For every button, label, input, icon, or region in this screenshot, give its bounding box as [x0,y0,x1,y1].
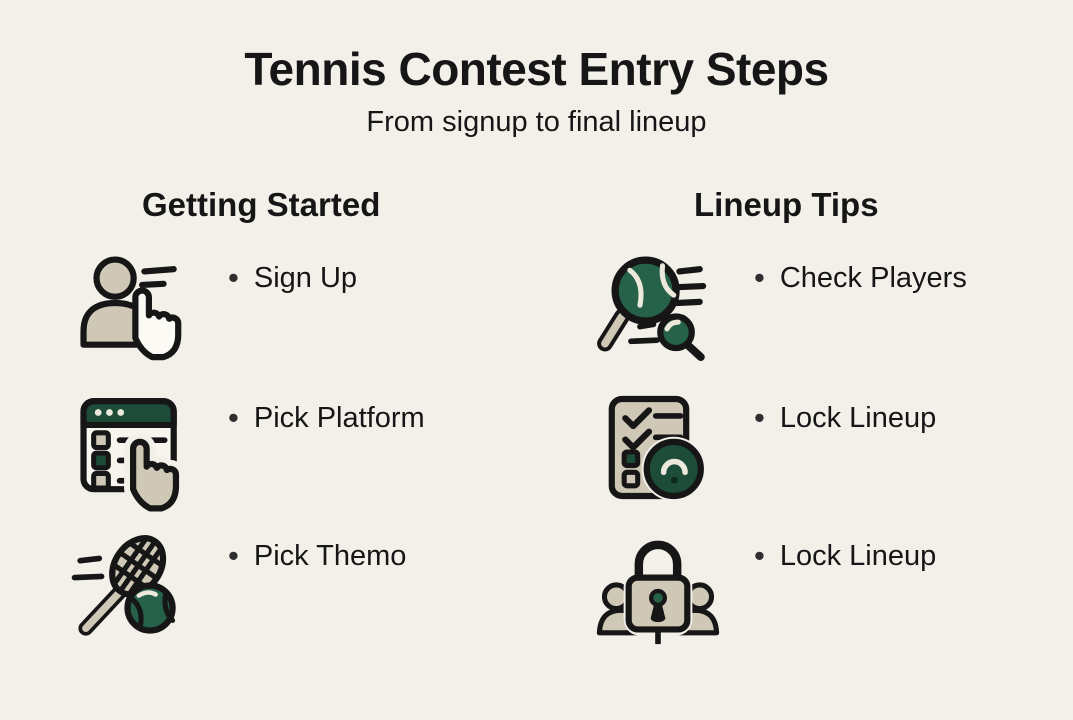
step-label: Pick Platform [253,402,425,434]
step-label: Pick Themo [253,540,407,572]
page-subtitle: From signup to final lineup [366,106,707,138]
column-header-getting-started: Getting Started [142,186,381,223]
signup-person-icon [70,246,194,378]
step-lock-lineup-padlock: • Lock Lineup [596,524,936,656]
checklist-lock-badge-icon [596,386,720,518]
step-pick-platform: • Pick Platform [70,386,425,518]
step-label: Sign Up [253,262,358,294]
padlock-people-icon [596,524,720,656]
magnifier-tennis-ball-icon [596,246,720,378]
step-lock-lineup-checklist: • Lock Lineup [596,386,936,518]
bullet: • [754,400,765,435]
page-title: Tennis Contest Entry Steps [244,43,829,95]
step-text: • Lock Lineup [754,524,936,576]
step-text: • Check Players [754,246,967,298]
platform-window-icon [70,386,194,518]
bullet: • [228,260,239,295]
step-text: • Sign Up [228,246,357,298]
step-text: • Lock Lineup [754,386,936,438]
bullet: • [754,538,765,573]
bullet: • [228,538,239,573]
tennis-racket-ball-icon [70,524,194,656]
step-label: Check Players [779,262,967,294]
step-text: • Pick Themo [228,524,406,576]
step-check-players: • Check Players [596,246,967,378]
column-header-lineup-tips: Lineup Tips [694,186,879,223]
bullet: • [228,400,239,435]
step-pick-themo: • Pick Themo [70,524,406,656]
step-label: Lock Lineup [779,540,937,572]
step-text: • Pick Platform [228,386,425,438]
bullet: • [754,260,765,295]
step-label: Lock Lineup [779,402,937,434]
step-sign-up: • Sign Up [70,246,357,378]
